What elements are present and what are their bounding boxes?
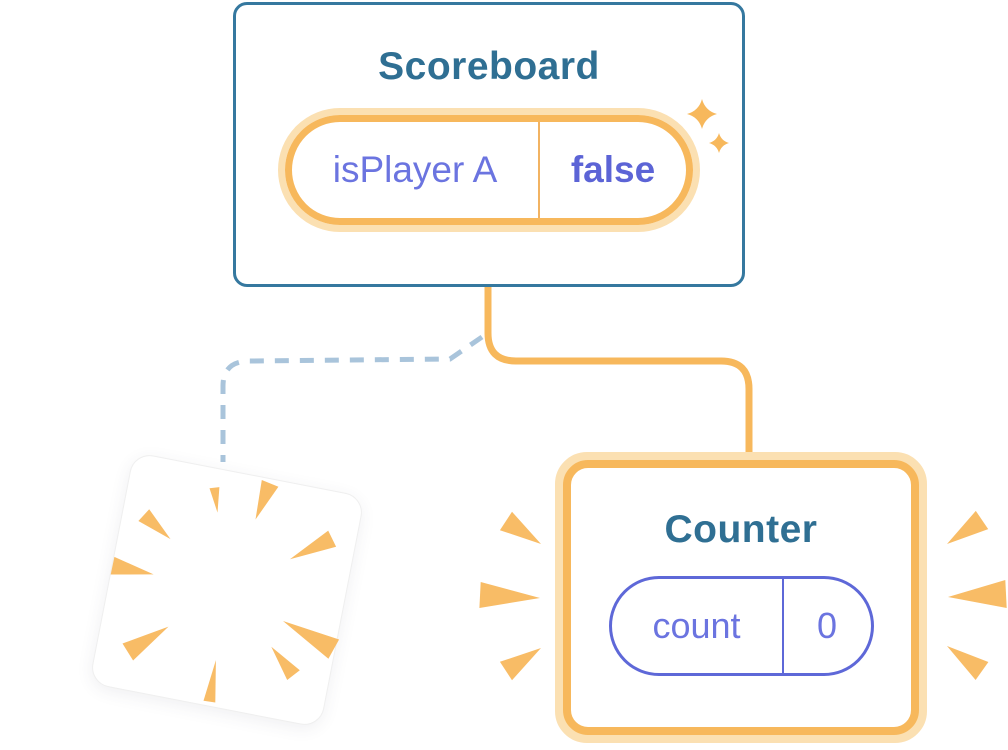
pill-divider (538, 122, 540, 218)
solid-connector-to-counter-card (484, 287, 753, 463)
dashed-connector-to-destroyed-card (220, 334, 484, 462)
destroyed-component-card (88, 451, 366, 729)
emphasis-rays-right-icon (947, 510, 1007, 680)
counter-state-pill: count 0 (608, 576, 874, 676)
scoreboard-component-card: Scoreboard isPlayer A false (233, 2, 745, 287)
scoreboard-title: Scoreboard (378, 45, 600, 88)
state-value: 0 (816, 605, 838, 646)
state-label: isPlayer A (332, 149, 498, 190)
pill-divider (781, 579, 784, 673)
counter-title: Counter (664, 508, 818, 551)
counter-component-card: Counter count 0 (555, 452, 927, 743)
emphasis-rays-left-icon (479, 511, 541, 681)
state-label: count (652, 605, 741, 646)
scoreboard-state-pill: isPlayer A false (278, 108, 700, 232)
state-value: false (570, 149, 656, 190)
